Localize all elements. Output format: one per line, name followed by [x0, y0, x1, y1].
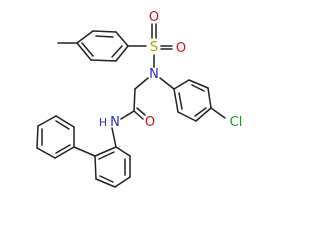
tolyl-ring — [76, 30, 129, 62]
bond — [92, 30, 117, 33]
bond — [188, 79, 209, 89]
bond — [115, 31, 129, 47]
bond — [115, 146, 131, 157]
carbonyl-oxygen-label: O — [145, 115, 155, 130]
bond — [191, 84, 205, 92]
bond — [37, 115, 57, 127]
bond — [194, 107, 207, 117]
bond — [177, 111, 197, 122]
bond — [81, 42, 94, 57]
bond — [73, 146, 96, 157]
bond — [76, 30, 94, 44]
bond — [173, 79, 190, 90]
chlorine-atom-label: Cl — [230, 115, 243, 130]
bond — [111, 45, 123, 58]
amide-hydrogen-label: H — [99, 116, 107, 129]
bond — [36, 125, 39, 149]
molecule-structure-diagram: S O O N N H O Cl — [36, 10, 243, 188]
bond — [115, 45, 129, 62]
bond — [134, 77, 149, 90]
bond — [94, 155, 97, 180]
amide-nitrogen-label: N — [110, 115, 120, 130]
bond — [95, 35, 114, 38]
sulfur-atom-label: S — [150, 40, 158, 55]
bond — [159, 77, 175, 90]
bond — [94, 146, 117, 157]
chlorophenyl-ring — [173, 79, 212, 122]
bond — [133, 110, 144, 120]
bond — [210, 107, 226, 119]
bond — [111, 127, 117, 148]
biphenyl-lower-ring — [94, 146, 131, 188]
bond — [55, 144, 71, 154]
bond — [76, 42, 92, 61]
biphenyl-upper-ring — [36, 115, 75, 159]
bond — [178, 92, 183, 110]
bond — [195, 107, 212, 122]
bond — [36, 147, 56, 159]
bond — [55, 115, 75, 128]
sulfonyl-oxygen-top-label: O — [149, 10, 159, 25]
bond — [90, 59, 117, 62]
bond — [54, 146, 75, 159]
bond — [98, 151, 115, 160]
bond — [136, 107, 146, 116]
bond — [133, 88, 136, 112]
bond — [99, 175, 114, 183]
bond — [207, 87, 212, 109]
bond — [173, 88, 179, 113]
bond — [120, 110, 135, 120]
bond — [114, 176, 131, 188]
sulfonamide-nitrogen-label: N — [149, 67, 159, 82]
bond — [55, 120, 70, 130]
sulfonyl-oxygen-right-label: O — [176, 41, 186, 56]
bond — [95, 178, 116, 188]
